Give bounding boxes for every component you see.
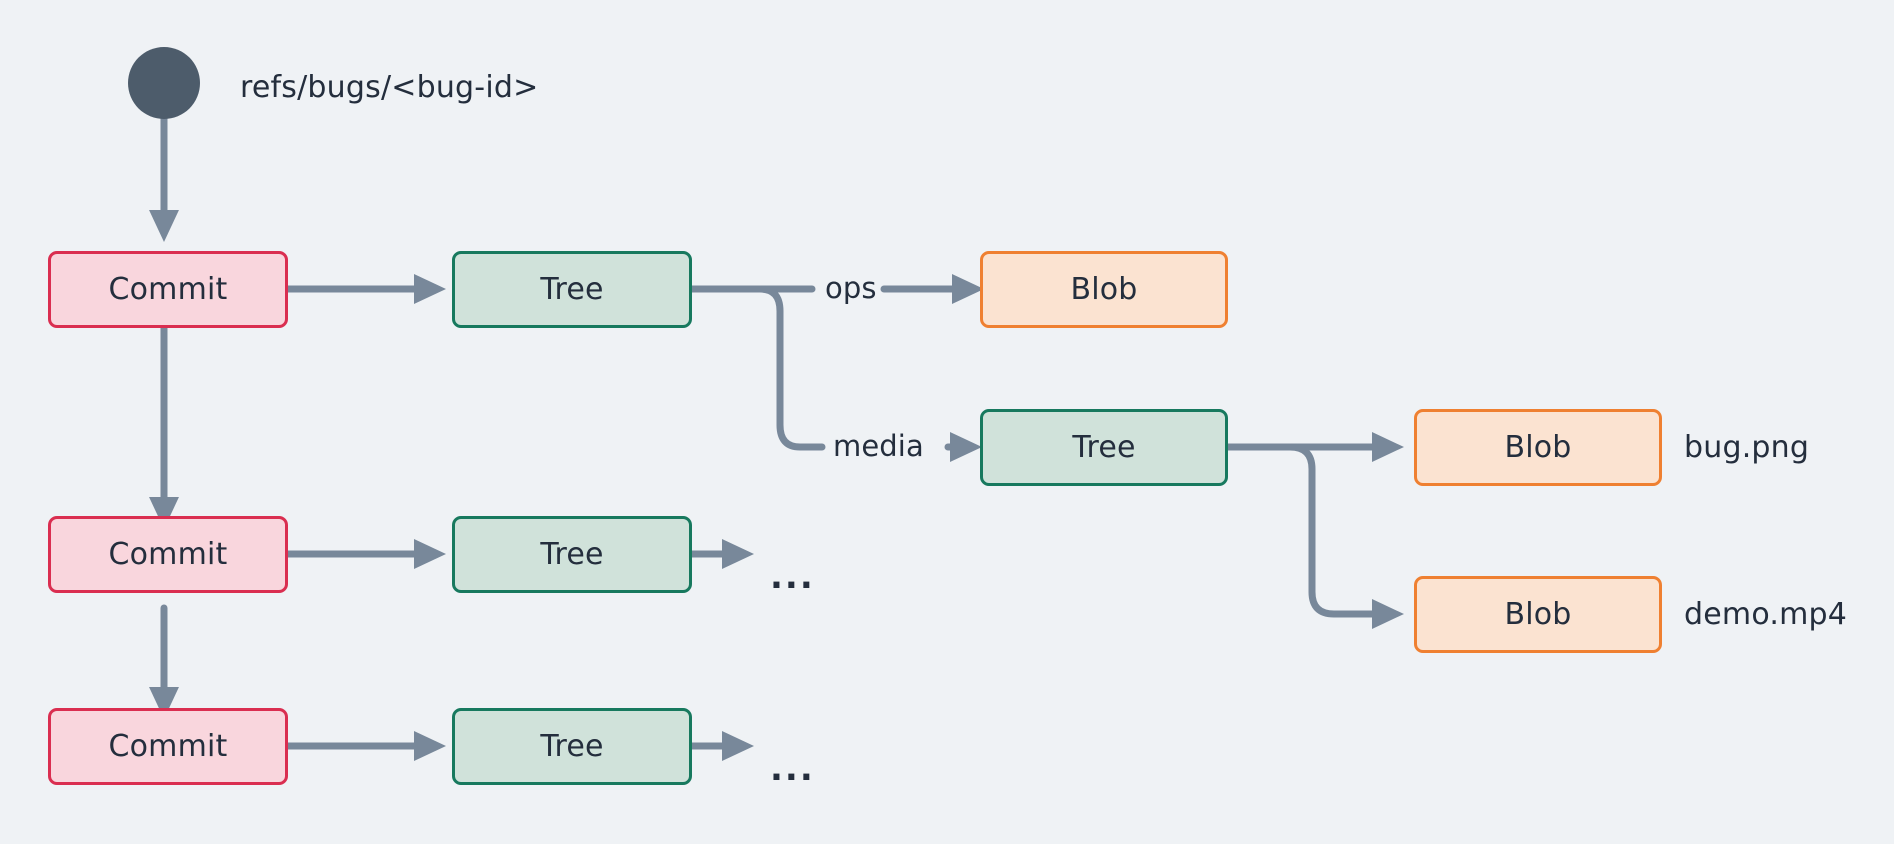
edge-treemedia-to-blob-demomp4 <box>1224 443 1405 630</box>
node-commit-2[interactable]: Commit <box>48 516 288 593</box>
file-label-bug-png: bug.png <box>1684 430 1810 465</box>
ellipsis-tree-3: ... <box>770 749 815 789</box>
node-tree-2[interactable]: Tree <box>452 516 692 593</box>
ellipsis-tree-2: ... <box>770 557 815 597</box>
node-blob-demo-mp4[interactable]: Blob <box>1414 576 1662 653</box>
ref-name-label: refs/bugs/<bug-id> <box>240 70 539 105</box>
node-commit-3[interactable]: Commit <box>48 708 288 785</box>
node-tree-3[interactable]: Tree <box>452 708 692 785</box>
edge-tree1-to-media-label <box>688 285 826 451</box>
node-tree-media[interactable]: Tree <box>980 409 1228 486</box>
node-tree-1[interactable]: Tree <box>452 251 692 328</box>
edge-label-ops: ops <box>822 271 880 305</box>
node-blob-bug-png[interactable]: Blob <box>1414 409 1662 486</box>
file-label-demo-mp4: demo.mp4 <box>1684 597 1848 632</box>
node-commit-1[interactable]: Commit <box>48 251 288 328</box>
ref-dot <box>128 47 200 119</box>
edge-label-media: media <box>830 429 927 463</box>
node-blob-ops[interactable]: Blob <box>980 251 1228 328</box>
